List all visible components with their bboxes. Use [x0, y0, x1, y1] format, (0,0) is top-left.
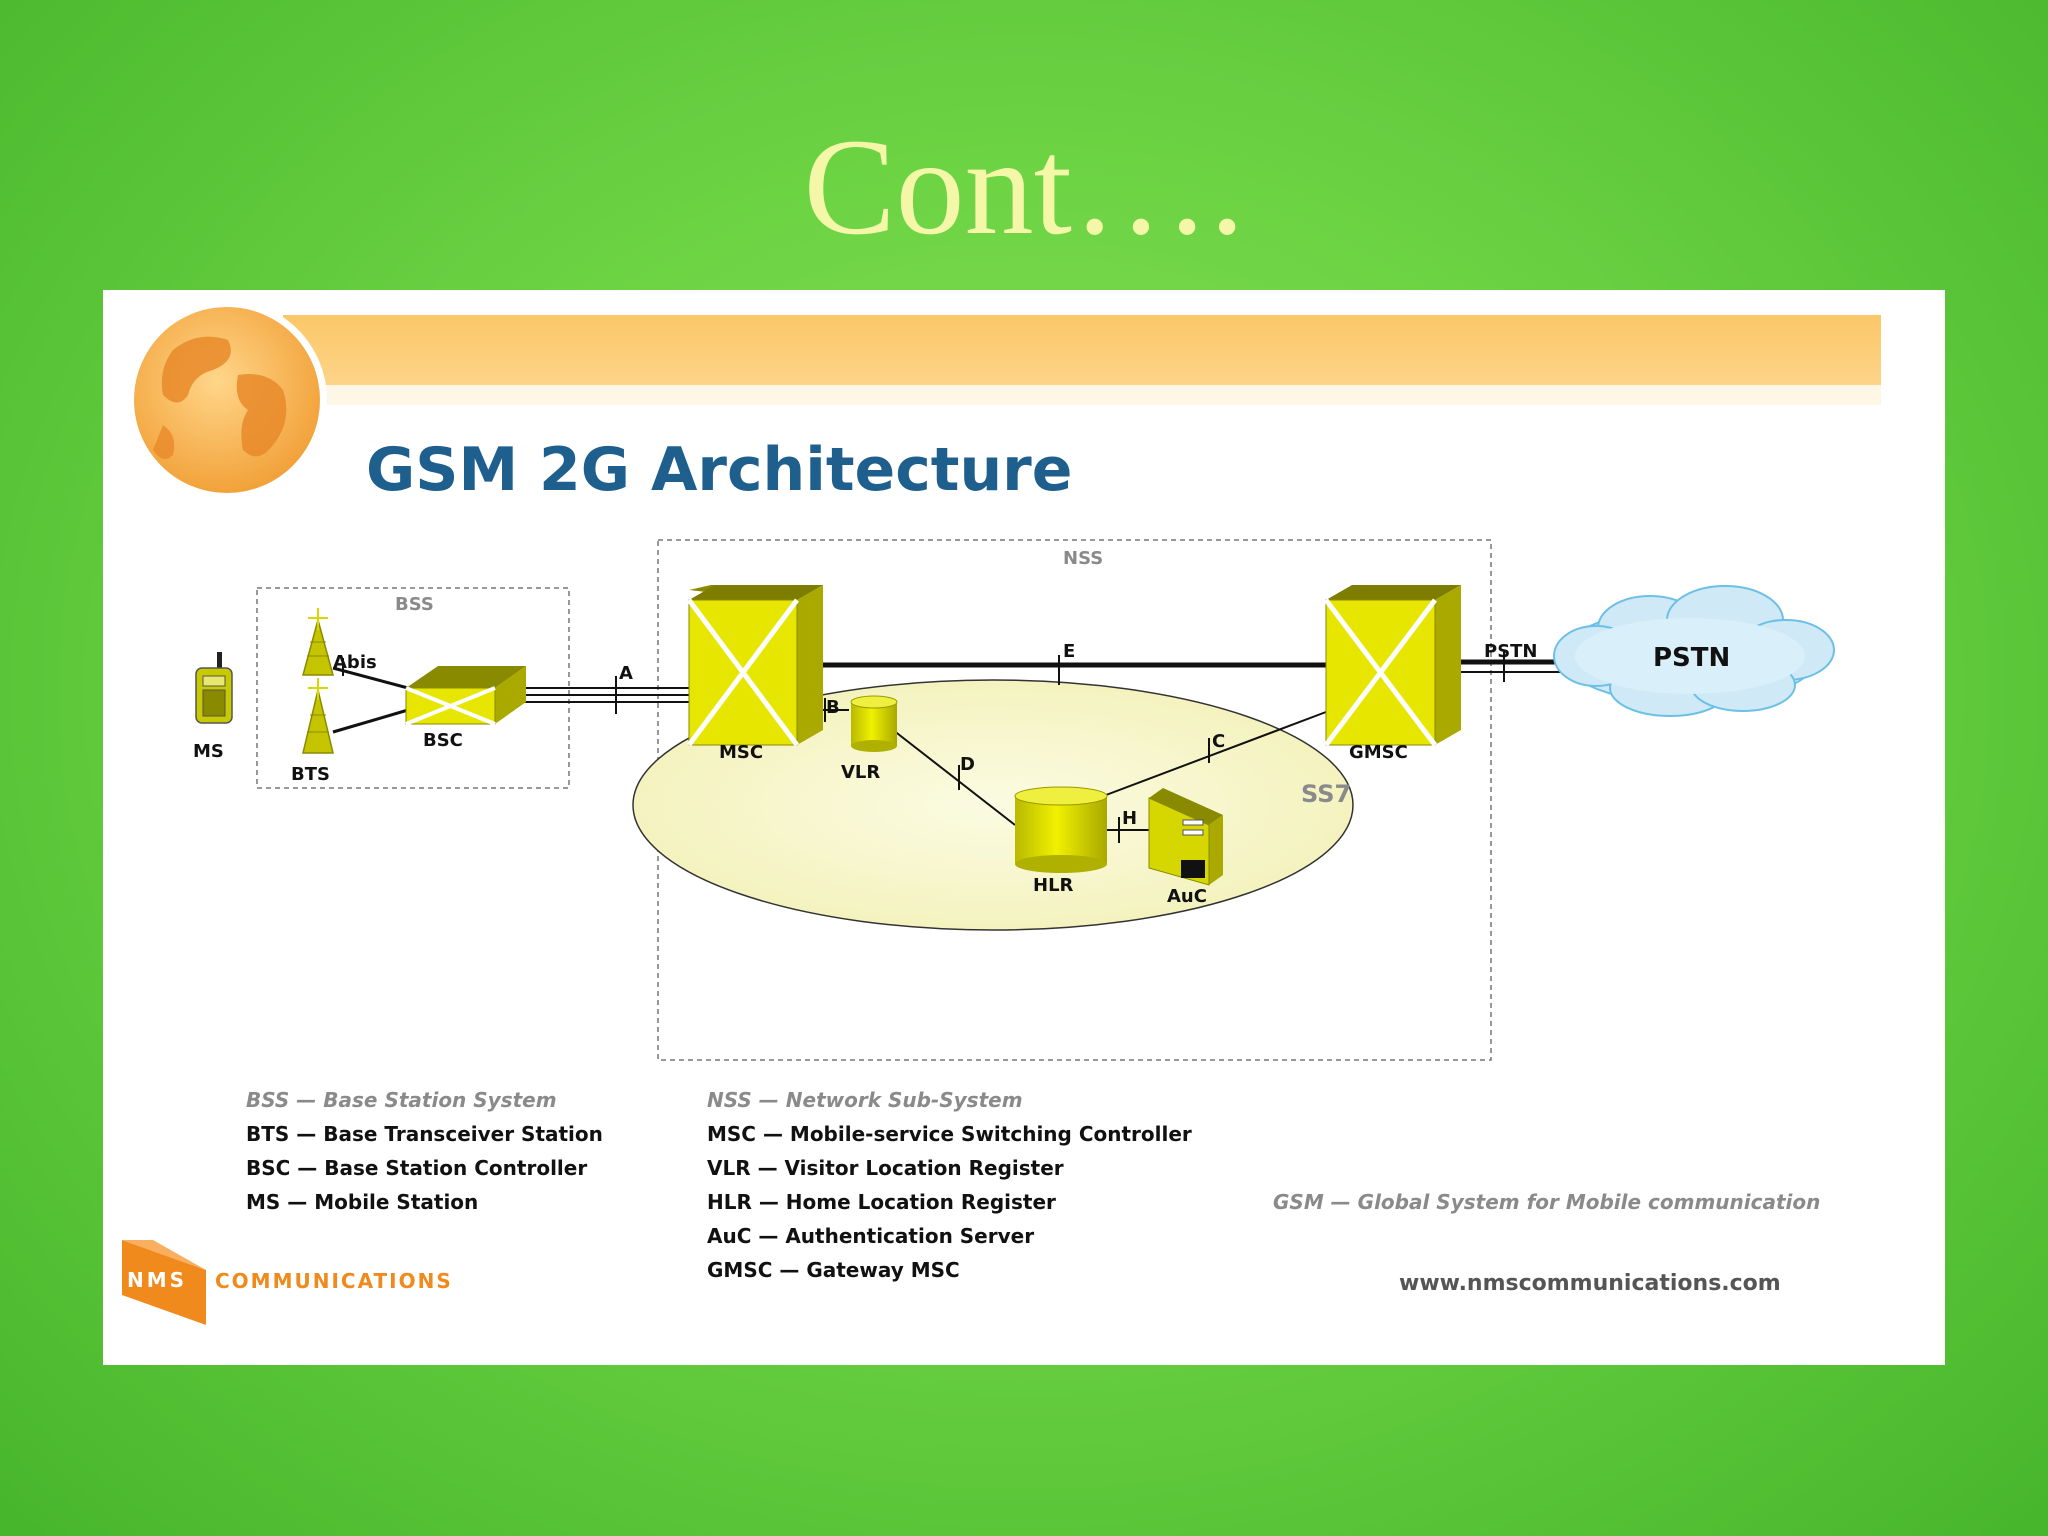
bsc-label: BSC — [423, 730, 463, 751]
mobile-phone-icon — [195, 652, 233, 724]
interface-e-label: E — [1063, 641, 1075, 662]
ss7-label: SS7 — [1301, 780, 1351, 808]
legend-nss-heading: NSS — Network Sub-System — [707, 1088, 1023, 1112]
pstn-cloud-label: PSTN — [1653, 643, 1730, 673]
msc-label: MSC — [719, 742, 763, 763]
bss-group-box — [256, 587, 570, 789]
auc-label: AuC — [1167, 886, 1207, 907]
logo-text: COMMUNICATIONS — [215, 1269, 453, 1293]
figure-title: GSM 2G Architecture — [366, 435, 1072, 505]
legend-nss-item: MSC — Mobile-service Switching Controlle… — [707, 1122, 1192, 1146]
ms-label: MS — [193, 741, 224, 762]
interface-c-label: C — [1212, 731, 1225, 752]
bsc-switch-icon — [405, 666, 526, 726]
nms-logo: NMS COMMUNICATIONS — [122, 1240, 453, 1325]
interface-a-label: A — [619, 663, 633, 684]
vlr-label: VLR — [841, 762, 880, 783]
links — [332, 652, 1561, 843]
logo-mark: NMS — [127, 1268, 187, 1292]
bss-group-label: BSS — [395, 594, 434, 615]
legend-bss-item: BSC — Base Station Controller — [246, 1156, 587, 1180]
footer-url: www.nmscommunications.com — [1399, 1271, 1781, 1296]
gmsc-switch-icon — [1324, 585, 1461, 747]
interface-d-label: D — [960, 754, 975, 775]
globe-icon — [127, 300, 327, 500]
vlr-database-icon — [850, 695, 898, 752]
hlr-label: HLR — [1033, 875, 1074, 896]
legend-nss-item: AuC — Authentication Server — [707, 1224, 1034, 1248]
legend: BSS — Base Station System BTS — Base Tra… — [246, 1088, 1820, 1282]
auc-server-icon — [1148, 788, 1223, 886]
legend-nss-item: VLR — Visitor Location Register — [707, 1156, 1064, 1180]
gmsc-label: GMSC — [1349, 742, 1408, 763]
interface-pstn-label: PSTN — [1484, 641, 1538, 662]
bts-label: BTS — [291, 764, 330, 785]
interface-abis-label: Abis — [333, 652, 377, 673]
legend-nss-item: GMSC — Gateway MSC — [707, 1258, 960, 1282]
nss-group-label: NSS — [1063, 548, 1103, 569]
legend-bss-heading: BSS — Base Station System — [246, 1088, 557, 1112]
nss-group-box — [657, 539, 1492, 1061]
legend-bss-item: BTS — Base Transceiver Station — [246, 1122, 603, 1146]
interface-h-label: H — [1122, 808, 1137, 829]
header-banner — [283, 315, 1881, 385]
legend-bss-item: MS — Mobile Station — [246, 1190, 478, 1214]
legend-gsm: GSM — Global System for Mobile communica… — [1273, 1190, 1820, 1214]
legend-nss-item: HLR — Home Location Register — [707, 1190, 1056, 1214]
interface-b-label: B — [826, 697, 840, 718]
figure-panel: GSM 2G Architecture BSS NSS SS7 Abis A E… — [103, 290, 1945, 1365]
msc-switch-icon — [686, 585, 823, 747]
slide-title: Cont…. — [803, 110, 1245, 263]
bts-tower-icon — [302, 608, 334, 754]
hlr-database-icon — [1014, 786, 1108, 873]
pstn-cloud-icon — [1553, 585, 1835, 717]
